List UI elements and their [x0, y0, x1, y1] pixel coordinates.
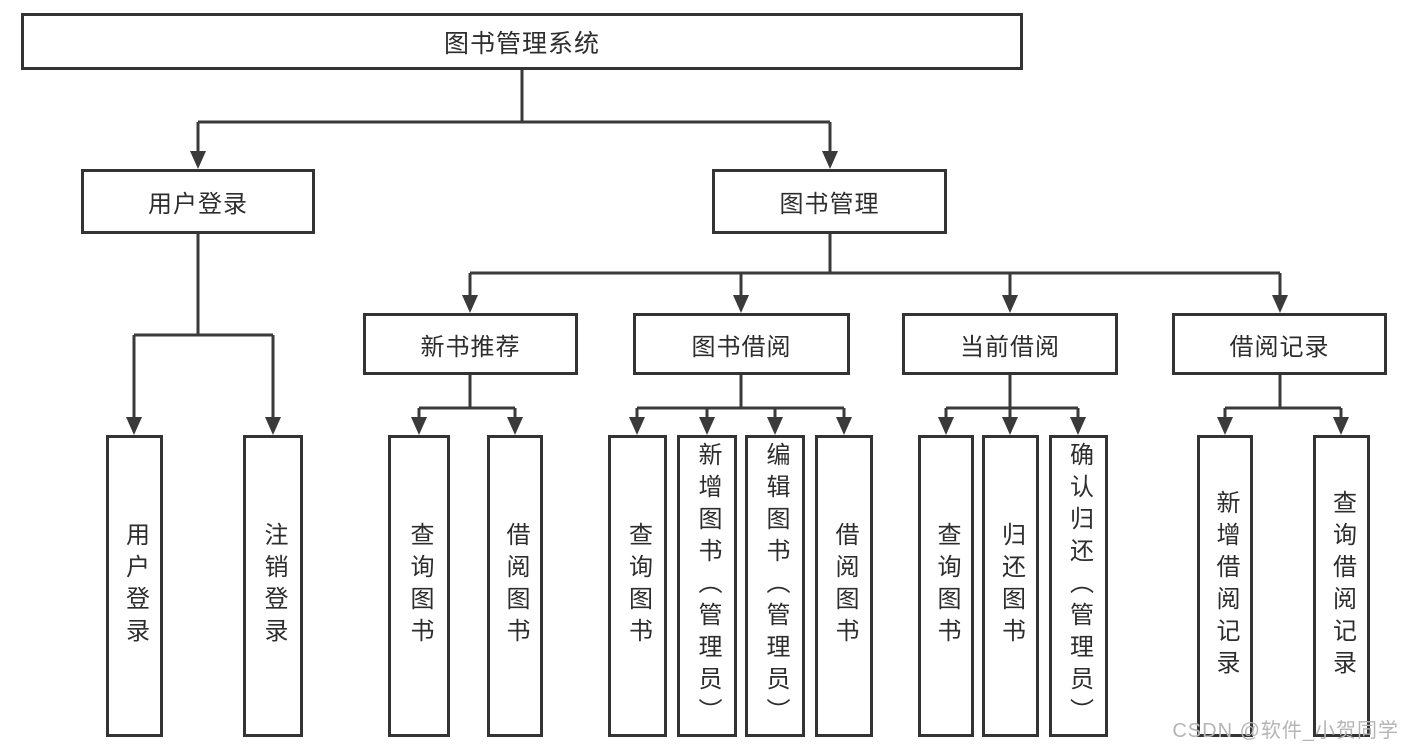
leaf-logout: 注销登录 [243, 435, 303, 737]
leaf-add-book-admin: 新增图书（管理员） [677, 435, 737, 737]
leaf-query-books: 查询图书 [608, 435, 667, 737]
node-current-borrowing: 当前借阅 [902, 313, 1118, 375]
leaf-query-borrow-record: 查询借阅记录 [1313, 435, 1370, 737]
leaf-user-login: 用户登录 [106, 435, 163, 737]
node-book-borrowing: 图书借阅 [633, 313, 850, 375]
node-library-system: 图书管理系统 [21, 13, 1023, 70]
csdn-watermark: CSDN @软件_小贺同学 [1172, 720, 1399, 742]
node-new-book-recommend: 新书推荐 [363, 313, 578, 375]
leaf-add-borrow-record: 新增借阅记录 [1197, 435, 1253, 737]
leaf-borrow-books: 借阅图书 [487, 435, 543, 737]
leaf-query-books: 查询图书 [388, 435, 450, 737]
node-book-management: 图书管理 [712, 169, 947, 234]
leaf-edit-book-admin: 编辑图书（管理员） [745, 435, 805, 737]
node-user-login: 用户登录 [81, 169, 315, 234]
leaf-return-book: 归还图书 [982, 435, 1039, 737]
leaf-query-books: 查询图书 [918, 435, 974, 737]
leaf-borrow-books: 借阅图书 [815, 435, 873, 737]
leaf-confirm-return-admin: 确认归还（管理员） [1049, 435, 1108, 737]
node-borrowing-records: 借阅记录 [1172, 313, 1387, 375]
